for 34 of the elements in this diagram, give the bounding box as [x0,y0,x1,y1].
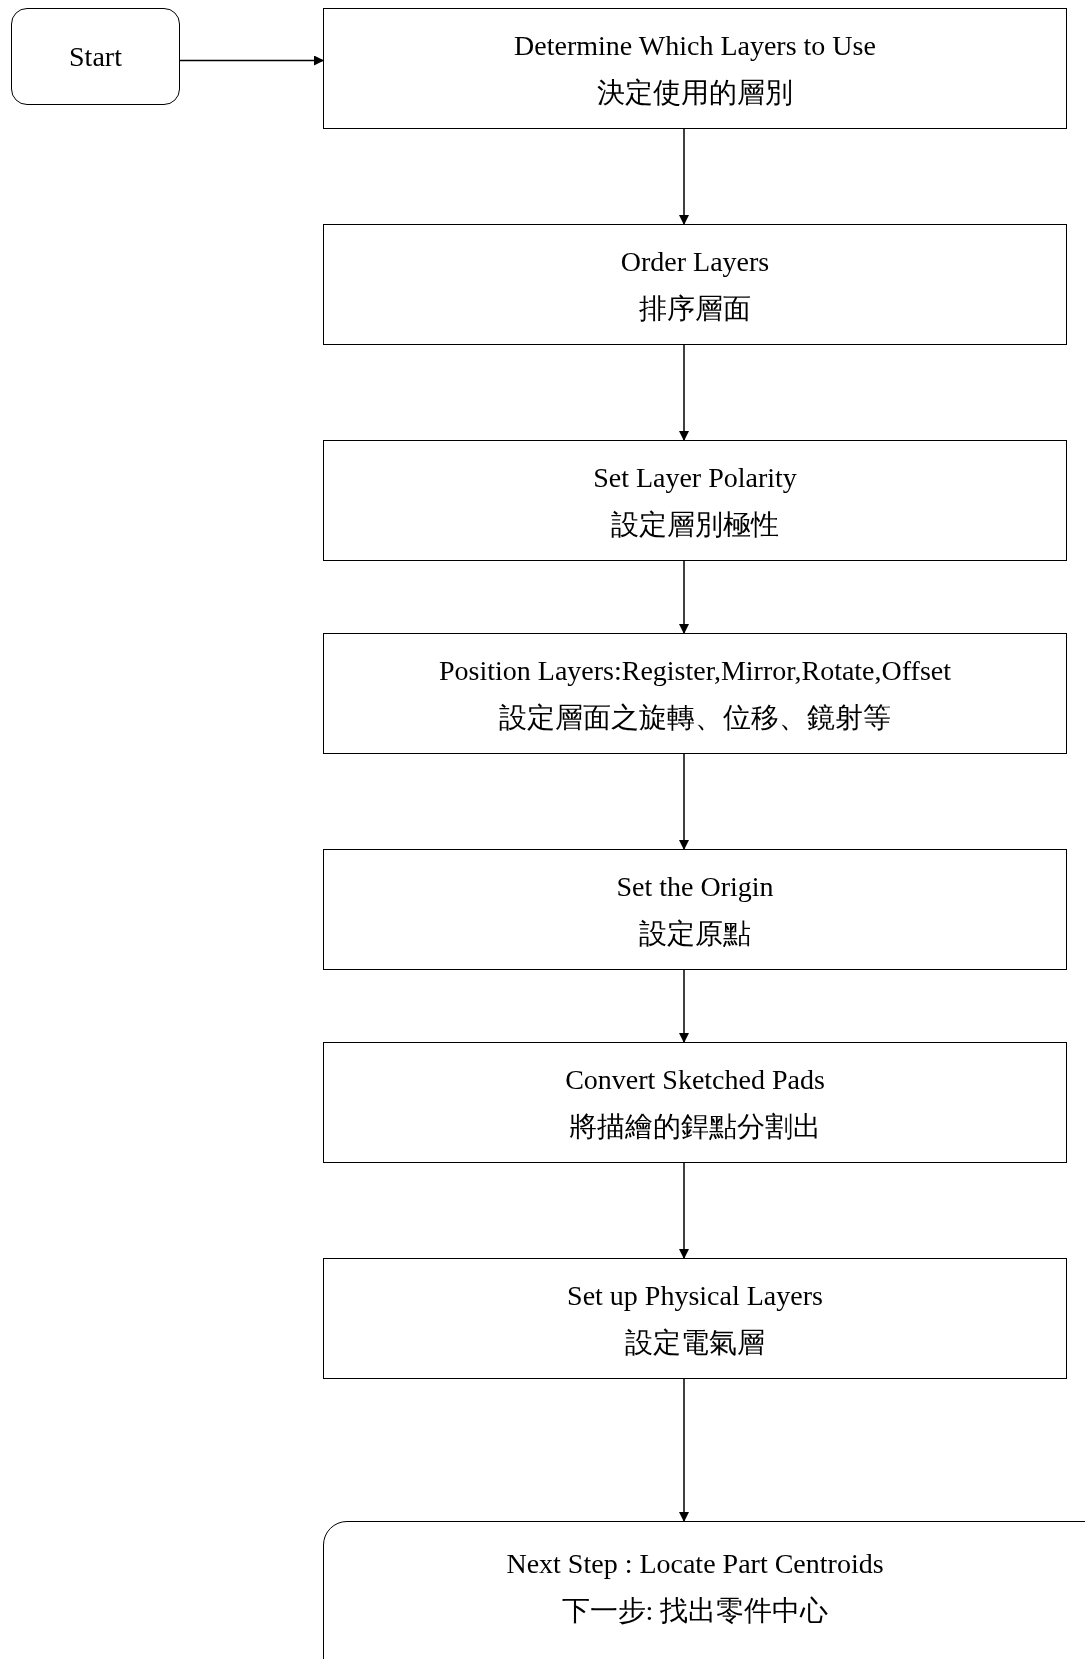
box-text: 設定層面之旋轉、位移、鏡射等 [499,700,891,735]
arrow [679,969,689,1043]
box-text: Next Step : Locate Part Centroids [506,1547,884,1581]
box-text: Start [69,40,122,74]
box-text: 將描繪的銲點分割出 [569,1109,821,1144]
process-box [323,633,1067,754]
box-text: 設定電氣層 [625,1325,765,1360]
box-text: Set Layer Polarity [593,460,797,495]
box-text: Convert Sketched Pads [565,1062,825,1097]
arrow [679,344,689,441]
process-box [323,1042,1067,1163]
box-text: 決定使用的層別 [597,75,793,110]
start-box [11,8,180,105]
box-text: 設定原點 [639,916,751,951]
arrow [179,55,324,66]
arrow [679,1162,689,1259]
box-text: Determine Which Layers to Use [514,28,876,63]
box-text: 下一步: 找出零件中心 [561,1594,829,1628]
process-box [323,440,1067,561]
arrow [679,128,689,225]
process-box [323,1258,1067,1379]
process-box [323,224,1067,345]
box-text: Set up Physical Layers [567,1278,823,1313]
arrow [679,560,689,634]
arrow [679,753,689,850]
arrow [679,1378,689,1522]
box-text: Order Layers [620,244,770,279]
box-text: 排序層面 [639,291,751,326]
box-text: Position Layers:Register,Mirror,Rotate,Offset [438,653,951,688]
process-box [323,849,1067,970]
end-box [323,1521,1085,1659]
box-text: 設定層別極性 [611,507,779,542]
process-box [323,8,1067,129]
box-text: Set the Origin [616,869,774,904]
